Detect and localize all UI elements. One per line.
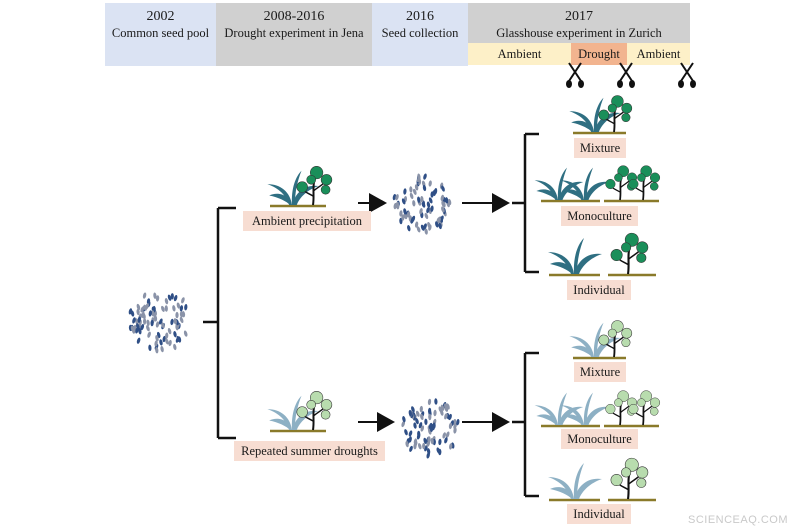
grass-plant-icon bbox=[569, 97, 621, 132]
herb-plant-icon bbox=[296, 391, 333, 431]
arrow bbox=[358, 193, 510, 432]
grass-plant-icon bbox=[548, 238, 602, 274]
grass-plant-icon bbox=[569, 322, 621, 357]
treatment-individual-top: Individual bbox=[567, 280, 631, 300]
seed-cluster-icon bbox=[401, 398, 460, 459]
timeline-2016: 2016 Seed collection bbox=[372, 3, 468, 66]
grass-plant-icon bbox=[560, 392, 610, 425]
grass-plant-icon bbox=[534, 167, 584, 200]
grass-plant-icon bbox=[560, 167, 610, 200]
scissors-icon bbox=[566, 62, 584, 88]
timeline-2017: 2017 Glasshouse experiment in Zurich bbox=[468, 3, 690, 43]
watermark: SCIENCEAQ.COM bbox=[687, 514, 788, 526]
herb-plant-icon bbox=[296, 166, 333, 206]
timeline-desc: Seed collection bbox=[381, 26, 459, 40]
timeline-year: 2008-2016 bbox=[263, 9, 325, 24]
timeline-year: 2017 bbox=[565, 9, 593, 24]
grass-plant-icon bbox=[267, 170, 319, 205]
herb-plant-icon bbox=[610, 457, 649, 500]
grass-plant-icon bbox=[548, 463, 602, 499]
treatment-brace bbox=[512, 132, 539, 498]
branch-brace bbox=[203, 206, 236, 440]
timeline-2008-2016: 2008-2016 Drought experiment in Jena bbox=[216, 3, 372, 66]
herb-plant-icon bbox=[628, 390, 661, 426]
timeline-desc: Drought experiment in Jena bbox=[224, 26, 364, 40]
grass-plant-icon bbox=[534, 392, 584, 425]
herb-plant-icon bbox=[598, 320, 633, 358]
seed-cluster-icon bbox=[392, 173, 452, 235]
treatment-mixture-bottom: Mixture bbox=[574, 362, 626, 382]
herb-plant-icon bbox=[598, 95, 633, 133]
condition-ambient-1: Ambient bbox=[468, 43, 571, 65]
scissors-icon bbox=[617, 62, 635, 88]
treatment-individual-bottom: Individual bbox=[567, 504, 631, 524]
treatment-mixture-top: Mixture bbox=[574, 138, 626, 158]
condition-ambient-2: Ambient bbox=[627, 43, 690, 65]
condition-drought: Drought bbox=[571, 43, 627, 65]
timeline-year: 2002 bbox=[146, 9, 175, 24]
grass-plant-icon bbox=[267, 395, 319, 430]
timeline-year: 2016 bbox=[406, 9, 434, 24]
timeline-desc: Common seed pool bbox=[111, 26, 210, 40]
treatment-monoculture-bottom: Monoculture bbox=[561, 429, 638, 449]
herb-plant-icon bbox=[605, 390, 638, 426]
branch-label-drought: Repeated summer droughts bbox=[234, 441, 385, 461]
treatment-monoculture-top: Monoculture bbox=[561, 206, 638, 226]
timeline-2002: 2002 Common seed pool bbox=[105, 3, 216, 66]
herb-plant-icon bbox=[628, 165, 661, 201]
timeline-desc: Glasshouse experiment in Zurich bbox=[496, 26, 662, 40]
herb-plant-icon bbox=[610, 232, 649, 275]
scissors-icon bbox=[678, 62, 696, 88]
seed-cluster-icon bbox=[128, 292, 188, 354]
branch-label-ambient: Ambient precipitation bbox=[243, 211, 371, 231]
